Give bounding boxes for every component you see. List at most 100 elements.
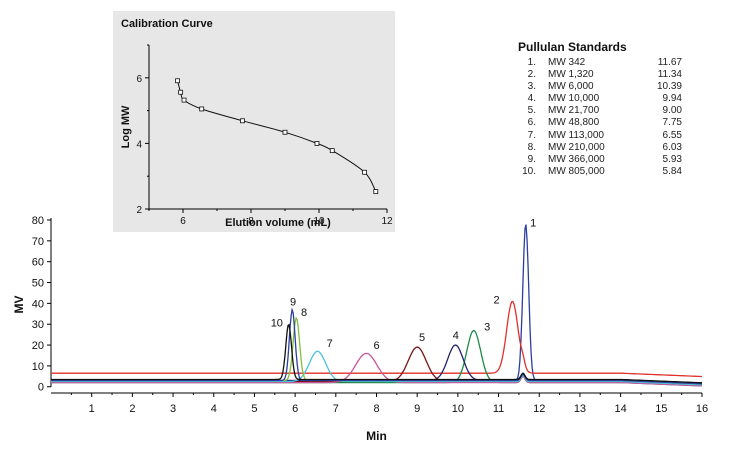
series-line-7: [51, 350, 703, 386]
x-tick-label: 10: [452, 403, 464, 415]
standard-number: 8.: [527, 141, 536, 153]
standard-row: 2. MW 1,320 11.34: [510, 69, 690, 81]
standards-rows: 1. MW 342 11.67 2. MW 1,320 11.34 3. MW 6,000 10…: [510, 57, 690, 178]
y-tick-label: 50: [32, 278, 44, 290]
standard-number: 3.: [527, 81, 536, 93]
standard-row: 4. MW 10,000 9.94: [510, 93, 690, 105]
calibration-point: [373, 189, 379, 195]
standard-number: 6.: [527, 117, 536, 129]
peak-label-5: 5: [419, 332, 425, 344]
x-tick-label: 9: [414, 403, 420, 415]
standard-number: 10.: [522, 165, 536, 177]
standard-number: 2.: [527, 69, 536, 81]
series-line-6: [51, 352, 702, 387]
x-tick-label: 11: [493, 403, 504, 415]
standard-mw: MW 366,000: [548, 153, 605, 165]
x-tick-label: 6: [292, 403, 298, 415]
x-tick-label: 5: [251, 403, 257, 415]
inset-y-tick-label: 2: [136, 205, 142, 216]
y-tick-label: 40: [32, 298, 44, 310]
standard-number: 4.: [527, 93, 536, 105]
y-axis-title: MV: [12, 296, 26, 314]
standard-number: 9.: [527, 153, 536, 165]
peak-label-9: 9: [290, 296, 296, 308]
peak-label-10: 10: [271, 317, 283, 329]
peak-label-3: 3: [484, 321, 490, 333]
standards-title: Pullulan Standards: [518, 40, 627, 54]
series-line-1: [51, 224, 702, 385]
x-tick-label: 14: [615, 403, 627, 415]
inset-y-axis-title: Log MW: [120, 105, 132, 148]
inset-x-tick-label: 6: [180, 216, 186, 227]
x-tick-label: 7: [333, 403, 339, 415]
series-line-3: [51, 329, 702, 387]
y-tick-label: 10: [32, 361, 44, 373]
x-tick-label: 2: [129, 403, 135, 415]
standard-elution-time: 9.00: [662, 105, 682, 117]
calibration-title: Calibration Curve: [121, 18, 213, 30]
x-tick-label: 15: [655, 403, 667, 415]
standard-mw: MW 10,000: [548, 93, 600, 105]
x-tick-label: 4: [211, 403, 217, 415]
calibration-point: [178, 89, 184, 95]
standard-elution-time: 10.39: [656, 81, 682, 93]
standard-elution-time: 7.75: [662, 117, 682, 129]
calibration-point: [175, 78, 180, 84]
calibration-point: [362, 169, 367, 175]
x-tick-label: 8: [373, 403, 379, 415]
standard-mw: MW 6,000: [548, 81, 594, 93]
x-axis-title: Min: [366, 429, 387, 443]
standard-row: 1. MW 342 11.67: [510, 57, 690, 69]
x-tick-label: 16: [696, 403, 708, 415]
standard-row: 6. MW 48,800 7.75: [510, 117, 690, 129]
x-tick-label: 3: [170, 403, 176, 415]
x-tick-label: 12: [533, 403, 545, 415]
standard-elution-time: 6.55: [662, 129, 682, 141]
inset-x-tick-label: 8: [248, 216, 254, 227]
peak-label-1: 1: [530, 217, 536, 229]
standard-mw: MW 342: [548, 57, 586, 68]
standard-mw: MW 805,000: [548, 165, 605, 177]
y-tick-label: 30: [32, 319, 44, 331]
calibration-point: [240, 118, 245, 124]
calibration-point: [199, 106, 205, 112]
standard-elution-time: 6.03: [662, 141, 682, 153]
x-tick-label: 1: [89, 403, 95, 415]
calibration-point: [282, 129, 288, 135]
standard-number: 7.: [527, 129, 536, 141]
pullulan-standards-table: Pullulan Standards 1. MW 342 11.67 2. MW 1,3…: [510, 40, 690, 178]
peak-label-7: 7: [327, 338, 333, 350]
standard-number: 5.: [527, 105, 536, 117]
series-line-9: [51, 307, 702, 385]
inset-x-axis-title: Elution volume (mL): [225, 217, 331, 229]
y-tick-label: 70: [32, 236, 44, 248]
y-tick-label: 0: [38, 382, 44, 394]
standard-number: 1.: [527, 57, 536, 68]
inset-x-tick-label: 10: [313, 216, 325, 227]
standard-elution-time: 9.94: [662, 93, 682, 105]
standard-mw: MW 48,800: [548, 117, 600, 129]
peak-label-4: 4: [453, 330, 459, 342]
y-tick-label: 80: [32, 215, 44, 227]
standard-mw: MW 1,320: [548, 69, 594, 81]
peak-label-8: 8: [301, 307, 307, 319]
standard-row: 9. MW 366,000 5.93: [510, 154, 690, 166]
peak-label-6: 6: [373, 340, 379, 352]
standard-elution-time: 5.93: [662, 153, 682, 165]
peak-label-2: 2: [493, 294, 499, 306]
calibration-curve-line: [177, 80, 377, 192]
y-tick-label: 20: [32, 340, 44, 352]
series-line-10: [51, 323, 703, 384]
calibration-point: [181, 97, 187, 103]
standard-elution-time: 11.67: [657, 57, 682, 68]
standard-elution-time: 11.34: [657, 69, 682, 81]
y-tick-label: 60: [32, 257, 44, 269]
